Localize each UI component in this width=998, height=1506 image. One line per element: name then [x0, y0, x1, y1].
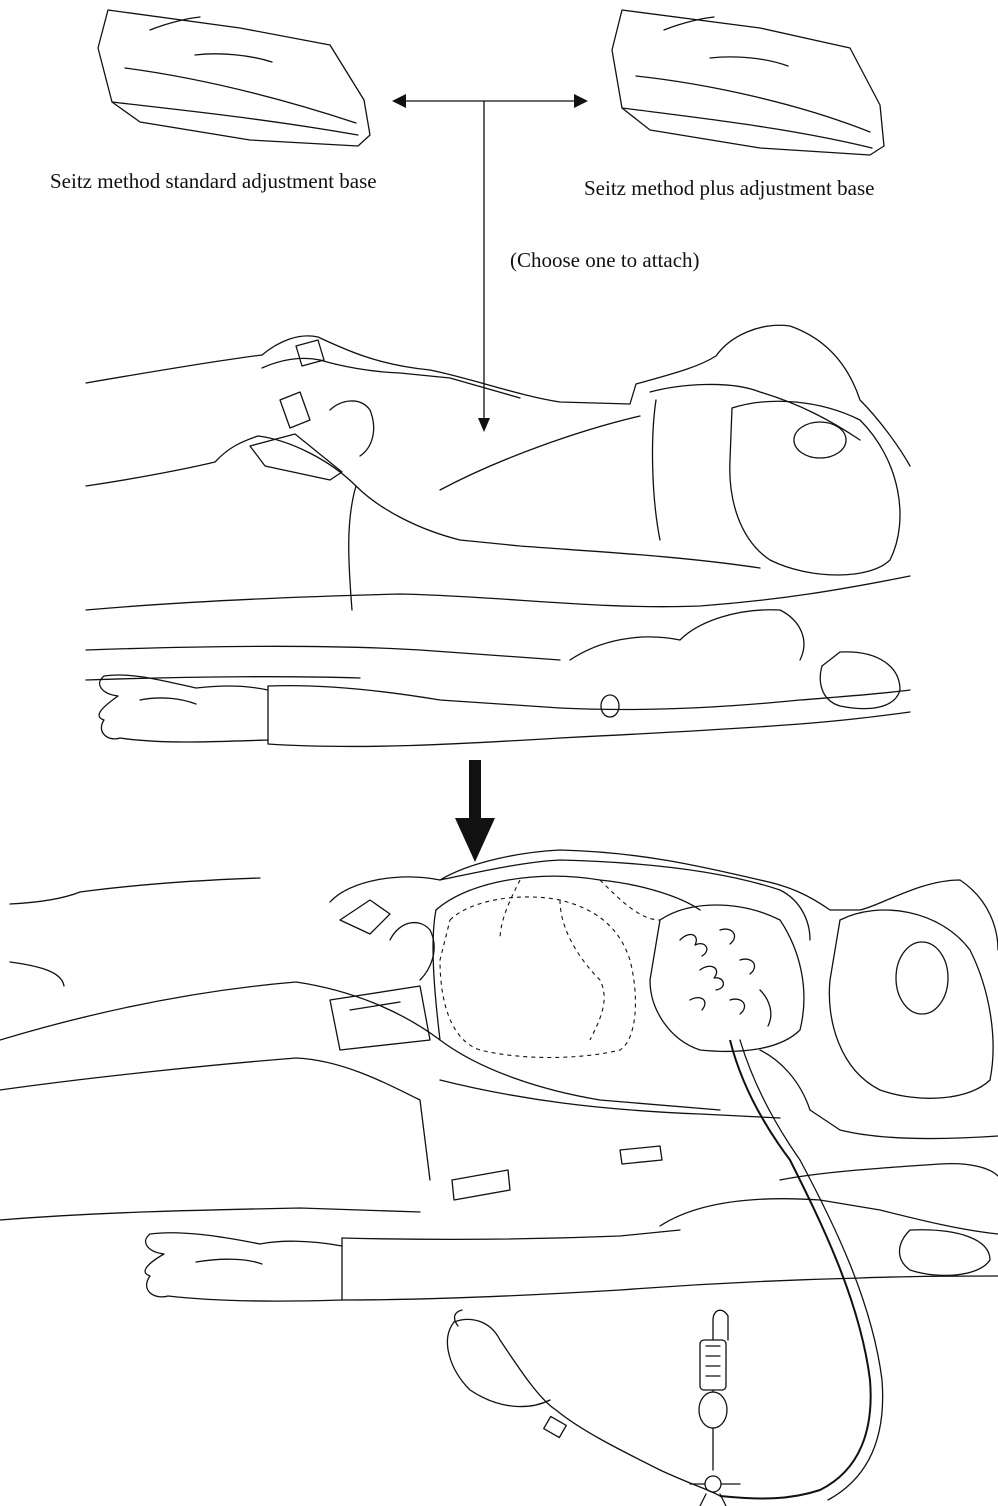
mannequin-torso-top: [86, 325, 910, 746]
standard-base-label: Seitz method standard adjustment base: [50, 171, 377, 192]
choose-instruction-label: (Choose one to attach): [510, 250, 700, 271]
result-arrow-icon: [455, 760, 495, 862]
standard-adjustment-base-icon: [98, 10, 370, 146]
mannequin-assembled: [0, 850, 998, 1506]
choice-double-arrow-icon: [392, 94, 588, 108]
plus-base-label: Seitz method plus adjustment base: [584, 178, 874, 199]
plus-adjustment-base-icon: [612, 10, 884, 155]
